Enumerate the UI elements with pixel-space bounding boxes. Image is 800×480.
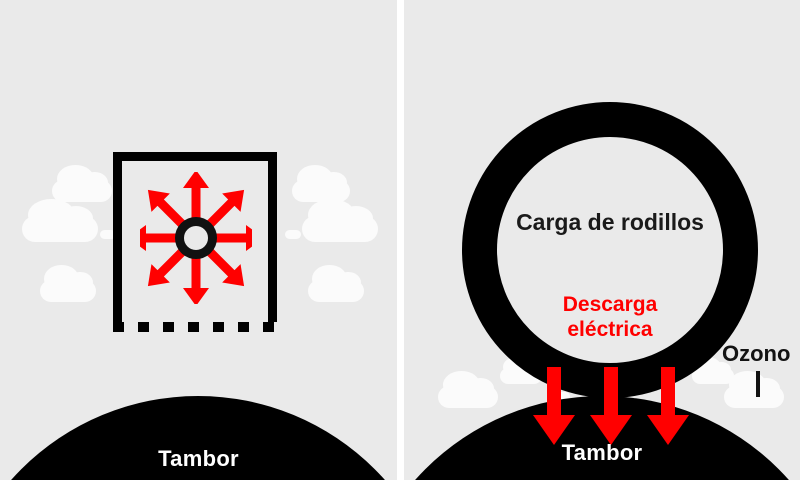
corona-burst-icon <box>140 172 252 304</box>
discharge-label: Descarga eléctrica <box>462 292 758 342</box>
cloud-icon <box>40 265 96 302</box>
cloud-icon <box>724 371 784 408</box>
charge-roller-ring <box>462 102 758 398</box>
dash-segment <box>163 322 174 332</box>
dash-segment <box>113 322 124 332</box>
dash-segment <box>238 322 249 332</box>
discharge-arrow-icon <box>590 367 632 445</box>
cloud-icon <box>302 198 378 242</box>
drum-label-right: Tambor <box>561 440 643 465</box>
cloud-icon <box>554 392 570 401</box>
ozone-label: Ozono <box>722 341 791 366</box>
cloud-icon <box>308 265 364 302</box>
cloud-icon <box>285 230 301 239</box>
charge-frame-dashed-bottom <box>113 322 277 332</box>
dash-segment <box>213 322 224 332</box>
dash-segment <box>188 322 199 332</box>
roller-label: Carga de rodillos <box>516 209 704 235</box>
discharge-label-line2: eléctrica <box>567 318 653 341</box>
cloud-icon <box>292 165 350 202</box>
ozone-pointer-tick <box>756 371 760 397</box>
panel-divider <box>397 0 404 480</box>
cloud-icon <box>100 230 116 239</box>
dash-segment <box>138 322 149 332</box>
panel-roller: Carga de rodillos Descarga eléctrica Ozo… <box>404 0 800 480</box>
cloud-icon <box>22 198 98 242</box>
discharge-arrow-icon <box>647 367 689 445</box>
cloud-icon <box>692 357 734 384</box>
drum-label-left: Tambor <box>158 446 239 471</box>
charge-frame <box>113 152 277 322</box>
panel-corona: Tambor <box>0 0 397 480</box>
dash-segment <box>263 322 274 332</box>
cloud-icon <box>52 165 112 202</box>
discharge-label-line1: Descarga <box>562 293 658 316</box>
cloud-icon <box>438 371 498 408</box>
discharge-arrow-icon <box>533 367 575 445</box>
